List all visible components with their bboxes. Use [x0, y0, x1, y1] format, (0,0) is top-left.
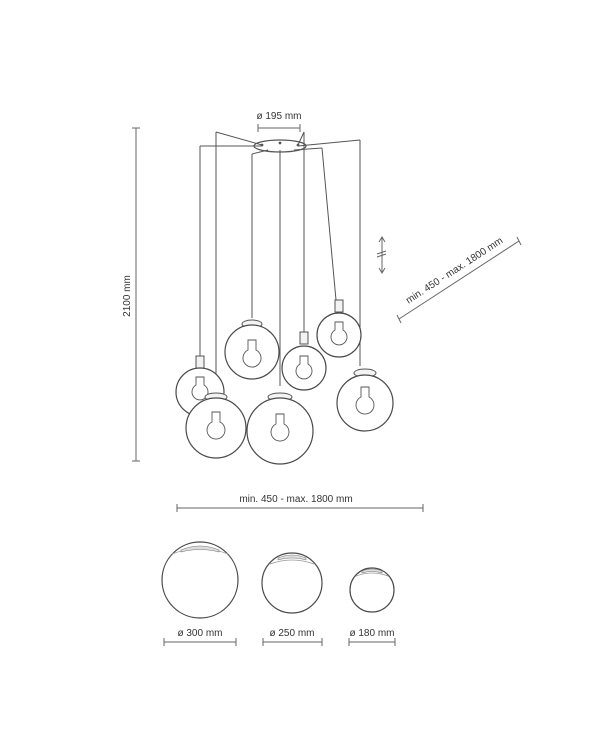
height-dimension: 2100 mm	[122, 127, 140, 462]
canopy-dimension: ø 195 mm	[256, 111, 302, 132]
adjustable-height-icon	[376, 236, 387, 274]
globe-front-center	[246, 392, 314, 465]
diagonal-cable-dimension: min. 450 - max. 1800 mm	[396, 235, 522, 324]
globe-large: ø 300 mm	[161, 541, 239, 646]
globe-small: ø 180 mm	[348, 567, 396, 646]
globe-small-label: ø 180 mm	[349, 628, 394, 639]
globe-medium-label: ø 250 mm	[269, 628, 314, 639]
globe-mid-center	[281, 331, 327, 391]
globe-front-left	[185, 392, 247, 459]
globe-mid-upper-left	[224, 319, 280, 380]
horizontal-cable-label: min. 450 - max. 1800 mm	[239, 494, 352, 505]
horizontal-cable-dimension: min. 450 - max. 1800 mm	[176, 494, 424, 512]
globe-medium: ø 250 mm	[261, 552, 323, 646]
diagonal-cable-label: min. 450 - max. 1800 mm	[404, 235, 505, 306]
canopy-screw-icon	[278, 141, 282, 145]
globe-large-label: ø 300 mm	[177, 628, 222, 639]
globe-upper-right	[316, 299, 362, 358]
globe-front-right	[336, 368, 394, 432]
total-height-label: 2100 mm	[122, 275, 133, 317]
canopy-diameter-label: ø 195 mm	[256, 111, 301, 122]
